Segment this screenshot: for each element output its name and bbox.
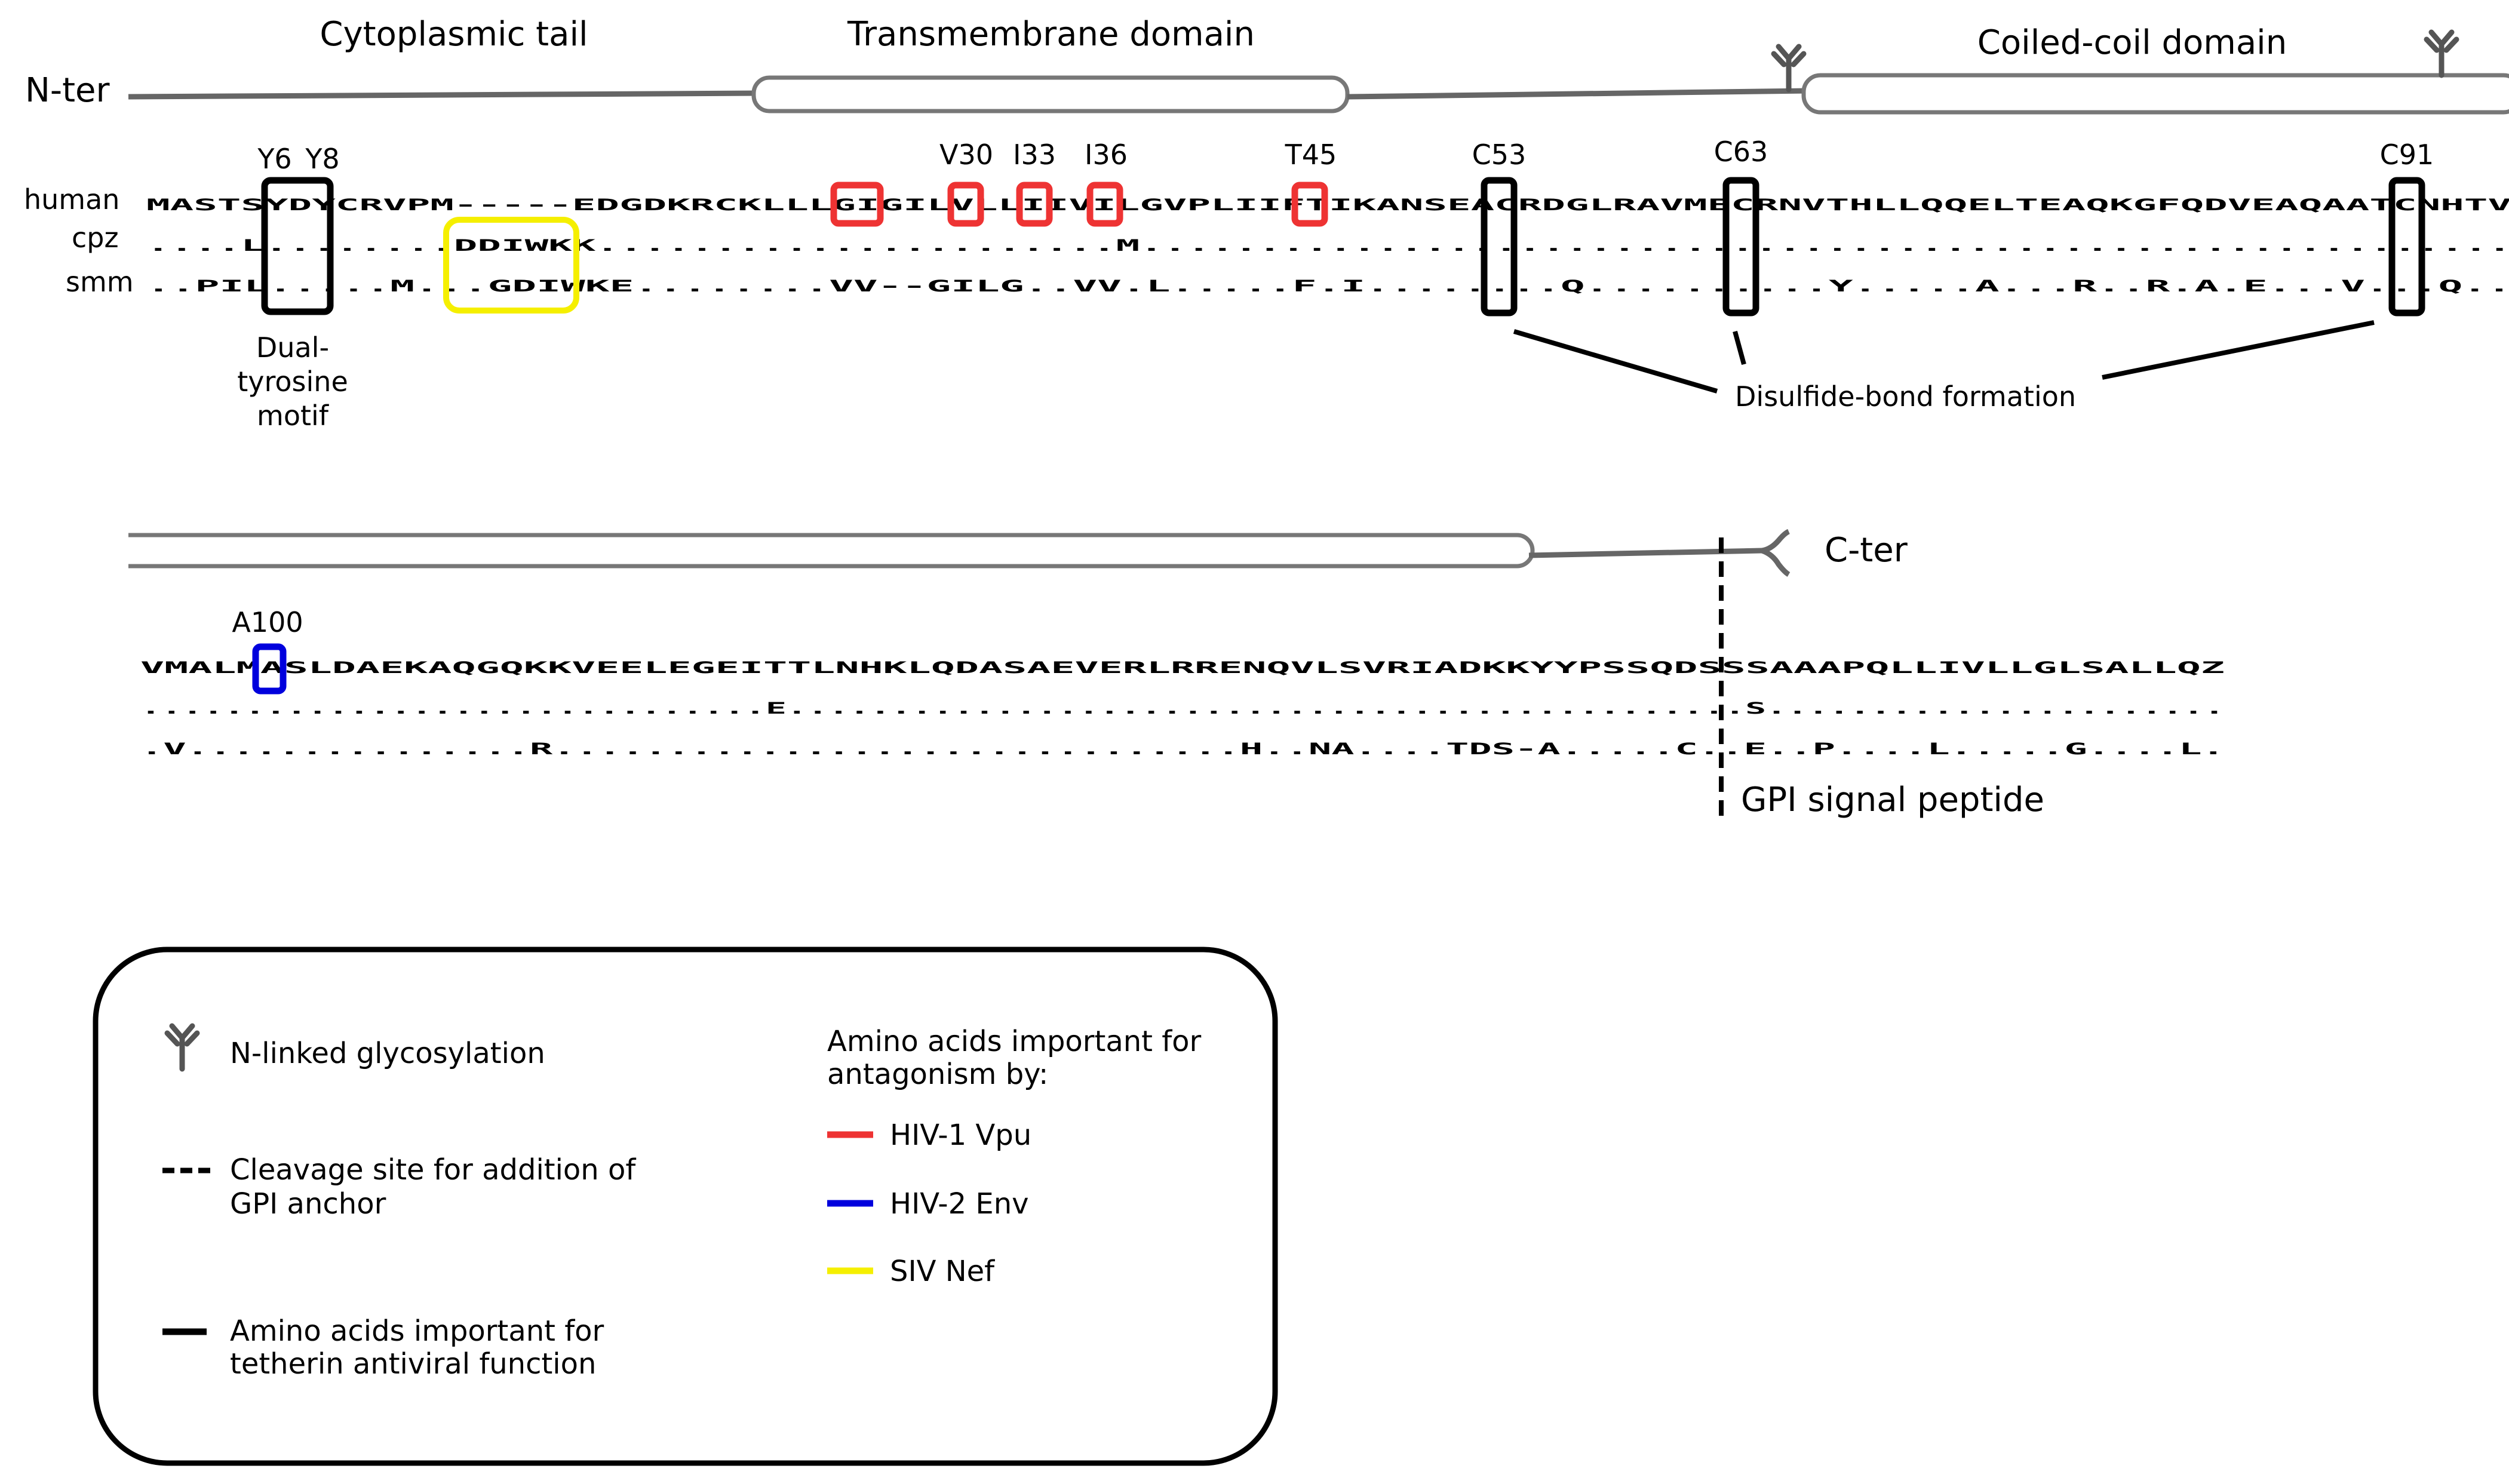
sequence-smm-2: .V...............R......................… xyxy=(140,740,2225,758)
dual-tyrosine-line-3: motif xyxy=(257,400,330,432)
tetherin-box-dual-tyrosine xyxy=(261,177,334,315)
transmembrane-domain-cylinder xyxy=(751,75,1350,113)
tetherin-box-c91 xyxy=(2388,177,2425,317)
gpi-signal-peptide-label: GPI signal peptide xyxy=(1741,781,2044,819)
hiv1-vpu-box-t45 xyxy=(1291,182,1328,227)
coiled-coil-cylinder xyxy=(1801,73,2509,115)
c-ter-label: C-ter xyxy=(1825,531,1908,570)
dual-tyrosine-annotation: Dual- tyrosine motif xyxy=(237,331,348,432)
legend-hiv1-vpu-label: HIV-1 Vpu xyxy=(890,1119,1031,1152)
residue-label-c91: C91 xyxy=(2380,139,2434,171)
cytoplasmic-tail-label: Cytoplasmic tail xyxy=(320,15,588,54)
legend-antagonism-title-2: antagonism by: xyxy=(827,1058,1048,1091)
legend-siv-nef-label: SIV Nef xyxy=(890,1255,995,1288)
glycosylation-icon xyxy=(1771,44,1807,93)
legend-antagonism-title-1: Amino acids important for xyxy=(827,1025,1202,1058)
cytoplasmic-tail-line xyxy=(128,90,759,100)
n-ter-label: N-ter xyxy=(25,71,110,110)
species-label-smm: smm xyxy=(66,266,134,298)
transmembrane-domain-label: Transmembrane domain xyxy=(847,15,1255,54)
sequence-human-2: VMALMASLDAEKAQGQKKVEELEGEITTLNHKLQDASAEV… xyxy=(140,659,2225,677)
highlight-boxes-top xyxy=(261,177,2425,317)
c-terminal-line xyxy=(1528,548,1762,558)
residue-label-y6: Y6 xyxy=(257,143,291,175)
hiv1-vpu-box-v30 xyxy=(947,182,984,227)
residue-label-i33: I33 xyxy=(1013,139,1056,171)
glycosylation-icon xyxy=(2424,29,2459,78)
tetherin-box-c53 xyxy=(1481,177,1518,317)
dual-tyrosine-line-2: tyrosine xyxy=(237,365,348,398)
sequence-alignment-bottom: VMALMASLDAEKAQGQKKVEELEGEITTLNHKLQDASAEV… xyxy=(140,659,2225,758)
legend-glycosylation-icon xyxy=(164,1023,200,1072)
coiled-coil-cylinder-continued xyxy=(128,533,1535,569)
residue-label-c53: C53 xyxy=(1472,139,1527,171)
residue-label-a100: A100 xyxy=(232,606,303,638)
protein-backbone-top xyxy=(128,73,2509,115)
residue-label-c63: C63 xyxy=(1714,136,1768,168)
gpi-anchor-icon xyxy=(1761,529,1791,577)
hiv1-vpu-box-i33 xyxy=(1016,182,1053,227)
disulfide-bond-annotation: Disulfide-bond formation xyxy=(1513,320,2375,413)
legend-cleavage-line-2: GPI anchor xyxy=(230,1187,386,1221)
legend-cleavage-line-1: Cleavage site for addition of xyxy=(230,1153,636,1187)
legend-tetherin-line-1: Amino acids important for xyxy=(230,1314,604,1348)
sequence-cpz-2: ..............................E.........… xyxy=(140,699,2225,718)
sequence-cpz-1: ....L........DDIWKK.....................… xyxy=(146,236,2509,255)
dual-tyrosine-line-1: Dual- xyxy=(256,331,329,364)
disulfide-bond-label: Disulfide-bond formation xyxy=(1735,380,2076,413)
legend-glycosylation-label: N-linked glycosylation xyxy=(230,1037,545,1070)
legend-hiv2-env-label: HIV-2 Env xyxy=(890,1187,1029,1221)
coiled-coil-domain-label: Coiled-coil domain xyxy=(1977,23,2287,62)
tetherin-box-c63 xyxy=(1722,177,1759,317)
siv-nef-box xyxy=(443,217,579,314)
hiv2-env-box-a100 xyxy=(252,643,287,695)
linker-line xyxy=(1347,88,1810,100)
hiv1-vpu-box-i36 xyxy=(1086,182,1123,227)
species-label-cpz: cpz xyxy=(72,222,119,254)
legend: N-linked glycosylation Cleavage site for… xyxy=(93,947,1278,1466)
residue-label-v30: V30 xyxy=(939,139,993,171)
residue-label-i36: I36 xyxy=(1085,139,1128,171)
species-label-human: human xyxy=(24,183,119,216)
residue-label-t45: T45 xyxy=(1285,139,1337,171)
sequence-smm-1: ..PIL.....M...GDIWKE........VV--GILG..VV… xyxy=(146,277,2509,296)
legend-tetherin-line-2: tetherin antiviral function xyxy=(230,1347,596,1381)
residue-label-y8: Y8 xyxy=(305,143,339,175)
protein-backbone-bottom xyxy=(128,529,1791,577)
hiv1-vpu-box-gi xyxy=(830,182,884,227)
legend-frame xyxy=(93,947,1278,1466)
